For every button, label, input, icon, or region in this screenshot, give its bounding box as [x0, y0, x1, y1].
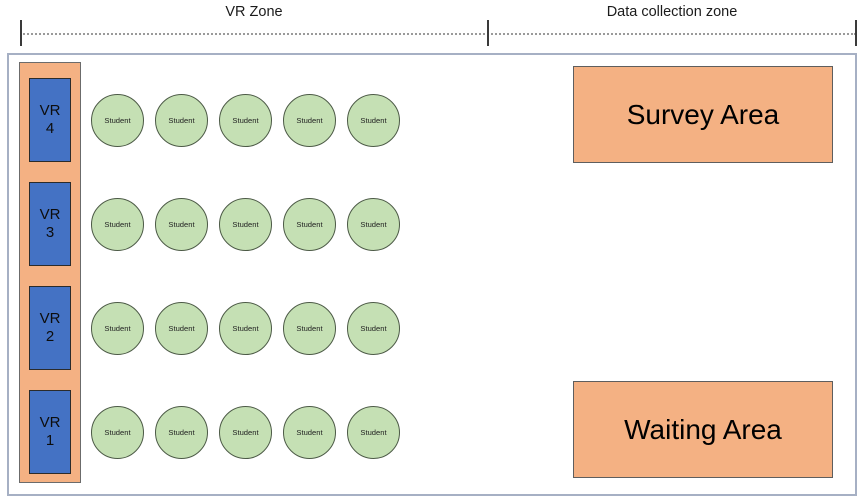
student-circle[interactable]: Student	[219, 406, 272, 459]
vr-booth-1[interactable]: VR 1	[29, 390, 71, 474]
vr-booth-2-line2: 2	[45, 328, 55, 345]
zone-tick-left	[20, 20, 22, 46]
student-circle[interactable]: Student	[155, 198, 208, 251]
student-circle[interactable]: Student	[91, 302, 144, 355]
vr-booth-4-line2: 4	[45, 120, 55, 137]
vr-booth-4[interactable]: VR 4	[29, 78, 71, 162]
student-circle[interactable]: Student	[91, 94, 144, 147]
student-circle[interactable]: Student	[91, 406, 144, 459]
vr-booth-4-line1: VR	[39, 102, 61, 120]
vr-booth-2-line1: VR	[39, 310, 61, 328]
vr-booth-3-line2: 3	[45, 224, 55, 241]
student-circle[interactable]: Student	[283, 94, 336, 147]
student-circle[interactable]: Student	[219, 302, 272, 355]
waiting-area-box[interactable]: Waiting Area	[573, 381, 833, 478]
vr-booth-1-line1: VR	[39, 414, 61, 432]
zone-label-vr: VR Zone	[225, 4, 283, 20]
student-circle[interactable]: Student	[155, 302, 208, 355]
vr-booth-2[interactable]: VR 2	[29, 286, 71, 370]
zone-tick-right	[855, 20, 857, 46]
student-circle[interactable]: Student	[155, 406, 208, 459]
vr-booth-3[interactable]: VR 3	[29, 182, 71, 266]
student-circle[interactable]: Student	[283, 302, 336, 355]
student-circle[interactable]: Student	[347, 94, 400, 147]
student-circle[interactable]: Student	[347, 198, 400, 251]
vr-booth-1-line2: 1	[45, 432, 55, 449]
student-circle[interactable]: Student	[283, 406, 336, 459]
zone-divider-line	[20, 33, 856, 35]
zone-header: VR Zone Data collection zone	[0, 0, 864, 50]
student-circle[interactable]: Student	[219, 94, 272, 147]
student-circle[interactable]: Student	[347, 302, 400, 355]
zone-tick-middle	[487, 20, 489, 46]
survey-area-box[interactable]: Survey Area	[573, 66, 833, 163]
student-circle[interactable]: Student	[219, 198, 272, 251]
zone-label-data-collection: Data collection zone	[606, 4, 738, 20]
student-circle[interactable]: Student	[91, 198, 144, 251]
student-circle[interactable]: Student	[283, 198, 336, 251]
student-circle[interactable]: Student	[155, 94, 208, 147]
student-circle[interactable]: Student	[347, 406, 400, 459]
vr-booth-3-line1: VR	[39, 206, 61, 224]
